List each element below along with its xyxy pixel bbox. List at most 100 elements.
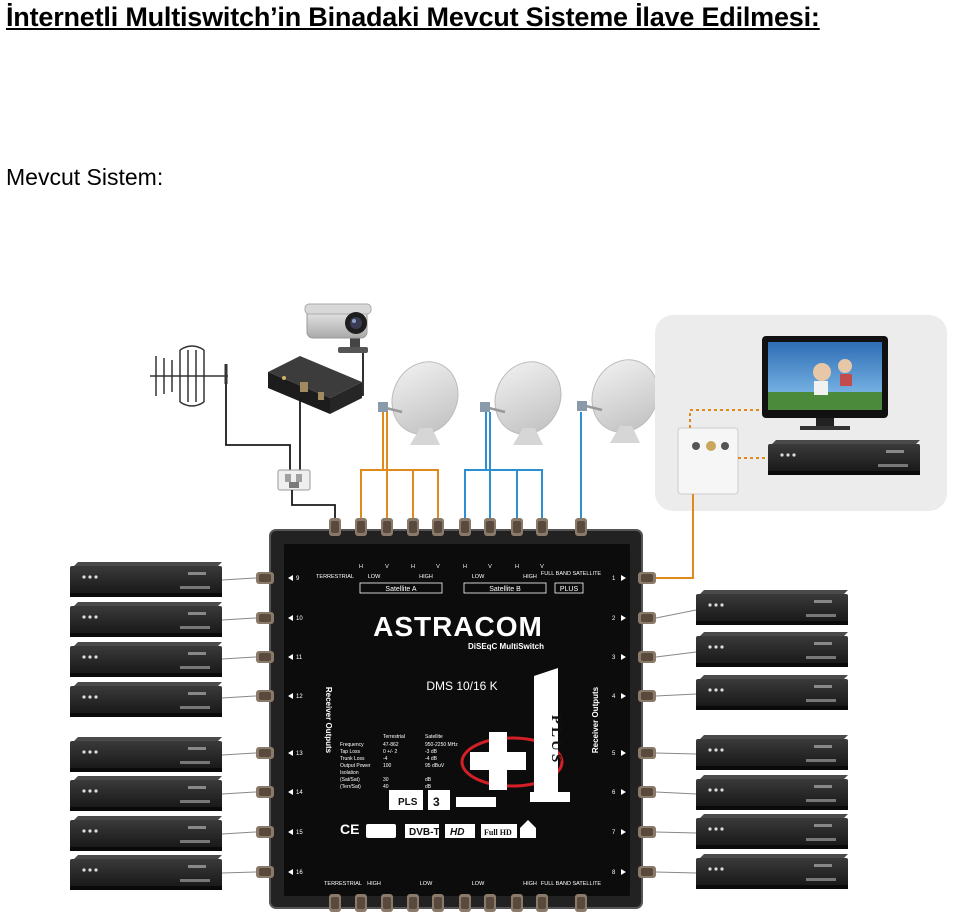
high-label: HIGH — [523, 881, 537, 887]
receiver-output-connector — [256, 572, 274, 584]
port-number: 4 — [612, 694, 616, 700]
satellite-dish-icon — [577, 359, 659, 443]
wall-socket-icon — [677, 427, 739, 495]
port-number: 6 — [612, 790, 616, 796]
input-connector — [355, 518, 367, 536]
spec-cell: -4 — [383, 756, 388, 762]
receiver-output-connector — [256, 866, 274, 878]
v-label: V — [540, 564, 544, 570]
input-connector — [432, 518, 444, 536]
low-label: LOW — [472, 574, 485, 580]
receiver-icon — [696, 814, 848, 849]
encoder-box-icon — [268, 356, 362, 414]
high-label: HIGH — [523, 574, 537, 580]
spec-cell: Isolation — [340, 770, 359, 776]
receiver-output-connector — [638, 651, 656, 663]
spec-cell: 40 — [383, 784, 389, 790]
output-connector — [484, 894, 496, 912]
spec-cell: dB — [425, 784, 432, 790]
receiver-output-connector — [638, 786, 656, 798]
output-connector — [381, 894, 393, 912]
input-connector — [575, 518, 587, 536]
section-label: Mevcut Sistem: — [6, 164, 164, 190]
port-number: 1 — [612, 576, 616, 582]
terrestrial-bottom-label: TERRESTRIAL — [324, 881, 362, 887]
receiver-icon — [696, 854, 848, 889]
input-connector — [459, 518, 471, 536]
full-band-label: FULL BAND SATELLITE — [541, 881, 602, 887]
port-number: 14 — [296, 790, 303, 796]
h-label: H — [515, 564, 519, 570]
receiver-icon — [70, 737, 222, 772]
low-label: LOW — [368, 574, 381, 580]
spec-cell: Trunk Loss — [340, 756, 365, 762]
input-connector — [381, 518, 393, 536]
port-number: 9 — [296, 576, 300, 582]
receiver-icon — [70, 642, 222, 677]
receiver-icon — [70, 776, 222, 811]
output-connector — [536, 894, 548, 912]
satellite-b-label: Satellite B — [489, 586, 521, 593]
spec-cell: -3 dB — [425, 749, 438, 755]
receiver-output-connector — [256, 747, 274, 759]
receiver-output-connector — [256, 651, 274, 663]
receiver-output-connector — [638, 572, 656, 584]
right-receivers — [696, 590, 848, 889]
output-connector — [355, 894, 367, 912]
document-title: İnternetli Multiswitch’in Binadaki Mevcu… — [6, 2, 820, 32]
spec-cell: 95 dBuV — [425, 763, 445, 769]
plus-text: PLUS — [548, 715, 564, 765]
port-number: 10 — [296, 616, 303, 622]
receiver-output-connector — [256, 690, 274, 702]
output-connector — [432, 894, 444, 912]
input-connector — [329, 518, 341, 536]
satellite-a-label: Satellite A — [385, 586, 416, 593]
satellite-dish-icon — [378, 361, 459, 445]
port-number: 11 — [296, 655, 303, 661]
spec-header: Terrestrial — [383, 734, 405, 740]
receiver-output-connector — [638, 747, 656, 759]
receiver-output-connector — [638, 690, 656, 702]
input-connector — [484, 518, 496, 536]
receiver-outputs-right-label: Receiver Outputs — [591, 686, 600, 753]
port-number: 13 — [296, 751, 303, 757]
receiver-output-connector — [638, 866, 656, 878]
brand-subtitle: DiSEqC MultiSwitch — [468, 642, 544, 651]
model-label: DMS 10/16 K — [426, 679, 497, 693]
spec-cell: -4 dB — [425, 756, 438, 762]
v-label: V — [436, 564, 440, 570]
port-number: 5 — [612, 751, 616, 757]
v-label: V — [488, 564, 492, 570]
full-band-label: FULL BAND SATELLITE — [541, 571, 602, 577]
spec-cell: dB — [425, 777, 432, 783]
plus-box-label: PLUS — [560, 586, 579, 593]
receiver-icon — [70, 855, 222, 890]
port-number: 8 — [612, 870, 616, 876]
terrestrial-top-label: TERRESTRIAL — [316, 574, 354, 580]
hd-logo: HD — [450, 827, 464, 838]
combiner-icon — [277, 469, 311, 491]
receiver-output-connector — [638, 612, 656, 624]
port-number: 16 — [296, 870, 303, 876]
h-label: H — [411, 564, 415, 570]
receiver-output-connector — [638, 826, 656, 838]
output-connector — [511, 894, 523, 912]
receiver-icon — [696, 735, 848, 770]
ce-mark: CE — [340, 821, 359, 837]
receiver-icon — [768, 440, 920, 475]
spec-cell: 100 — [383, 763, 392, 769]
tv-room-panel — [655, 315, 947, 511]
output-connector — [459, 894, 471, 912]
brand-logo: ASTRACOM — [373, 611, 543, 642]
left-receivers — [70, 562, 222, 890]
spec-cell: 950-2250 MHz — [425, 742, 458, 748]
svg-text:3: 3 — [433, 795, 440, 809]
receiver-icon — [696, 590, 848, 625]
receiver-icon — [696, 675, 848, 710]
receiver-output-connector — [256, 612, 274, 624]
spec-cell: 47-862 — [383, 742, 399, 748]
spec-cell: Frequency — [340, 742, 364, 748]
multiswitch: TERRESTRIAL H V H V H V H V LOW HIGH LOW… — [256, 518, 656, 912]
receiver-icon — [696, 632, 848, 667]
port-number: 12 — [296, 694, 303, 700]
